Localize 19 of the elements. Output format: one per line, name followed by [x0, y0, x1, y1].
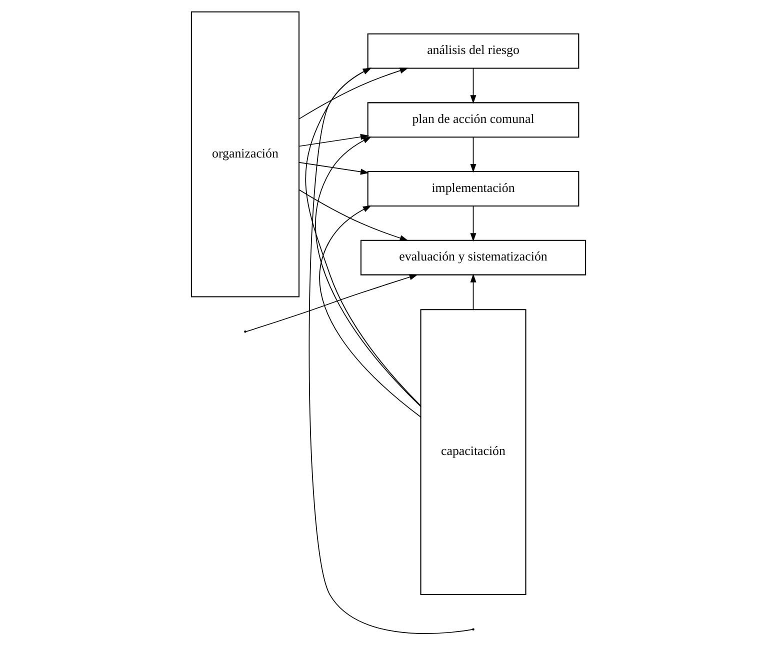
node-box: evaluación y sistematización — [360, 240, 586, 276]
arrow — [470, 274, 476, 310]
node-box: análisis del riesgo — [366, 33, 579, 69]
arrow — [308, 68, 472, 634]
node-box: plan de acción comunal — [366, 102, 579, 138]
arrow — [298, 68, 408, 120]
arrow — [298, 134, 369, 147]
arrow — [245, 274, 418, 332]
arrow — [318, 205, 421, 418]
node-box: capacitación — [420, 309, 526, 595]
node-box: implementación — [366, 171, 579, 206]
node-box: organización — [190, 11, 300, 298]
arrow — [470, 206, 476, 242]
arrow — [304, 68, 420, 406]
arrow — [470, 68, 476, 104]
arrow — [298, 189, 408, 241]
arrow — [315, 136, 421, 407]
arrow — [470, 136, 476, 173]
arrow — [298, 162, 369, 175]
